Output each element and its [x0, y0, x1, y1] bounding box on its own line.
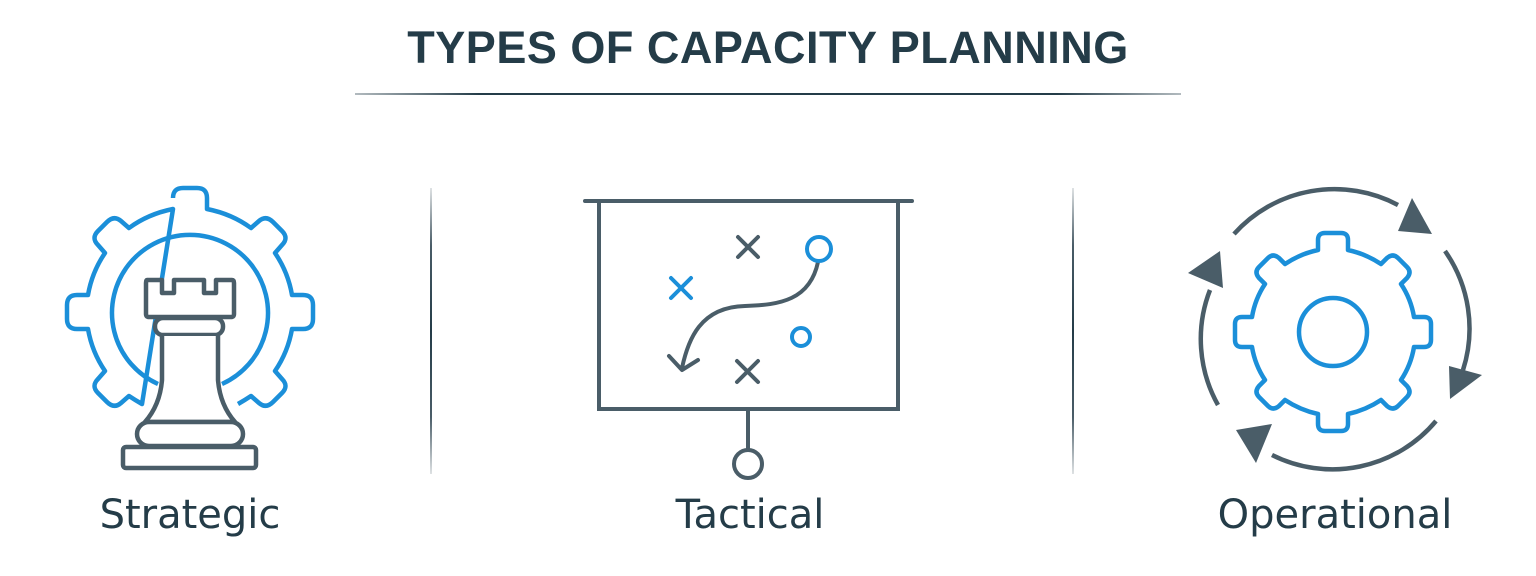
- column-divider-1: [430, 188, 432, 474]
- column-divider-2: [1072, 188, 1074, 474]
- type-label-operational: Operational: [1217, 492, 1453, 538]
- gear-cycle-icon: [1188, 186, 1482, 472]
- type-label-strategic: Strategic: [99, 492, 281, 538]
- strategy-board-icon: [583, 199, 914, 480]
- title-underline: [355, 93, 1181, 95]
- rook-in-gear-icon: [64, 185, 316, 471]
- page-title: TYPES OF CAPACITY PLANNING: [407, 22, 1129, 73]
- type-label-tactical: Tactical: [675, 492, 825, 538]
